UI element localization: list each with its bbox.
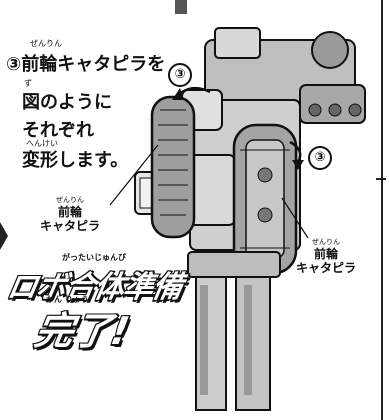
instruction-line-4: 変形します。 [22,150,129,171]
callout-right-line2: キャタピラ [296,261,357,275]
leader-line-left [109,144,159,206]
callout-left-line2: キャタピラ [40,219,101,233]
leader-line-right [281,197,309,239]
border-tick [376,178,386,180]
step-mark: ③ [6,54,22,75]
rear-vehicle-part [204,27,366,124]
step-line-1: ③前輪キャタピラを [6,50,165,76]
instruction-line-3: それぞれ [22,120,94,141]
ruby-zenrin: ぜんりん [30,39,62,48]
callout-right: ぜんりん 前輪 キャタピラ [296,238,356,275]
callout-right-line1: 前輪 [314,247,339,261]
robot-legs [187,251,281,411]
banner-title-2: 完了! [31,308,134,354]
callout-left: ぜんりん 前輪 キャタピラ [40,196,100,233]
left-front-track [150,95,196,239]
callout-right-ruby: ぜんりん [312,238,340,246]
ruby-zu: ず [24,79,32,88]
left-arrow-fragment [0,222,8,250]
callout-left-ruby: ぜんりん [56,196,84,204]
corner-tab-fragment [175,0,187,14]
step-marker-left: ③ [168,63,192,87]
instruction-line-2: 図のように [22,92,112,113]
page-border-line [381,0,383,420]
right-front-track [232,123,298,275]
step-marker-right: ③ [308,146,332,170]
callout-left-line1: 前輪 [58,205,83,219]
instruction-line-1: 前輪キャタピラを [21,54,166,75]
ruby-henkei: へんけい [26,139,58,148]
banner-ruby-2: かん りょう [46,295,89,304]
banner-ruby-1: がったいじゅんび [62,253,126,262]
